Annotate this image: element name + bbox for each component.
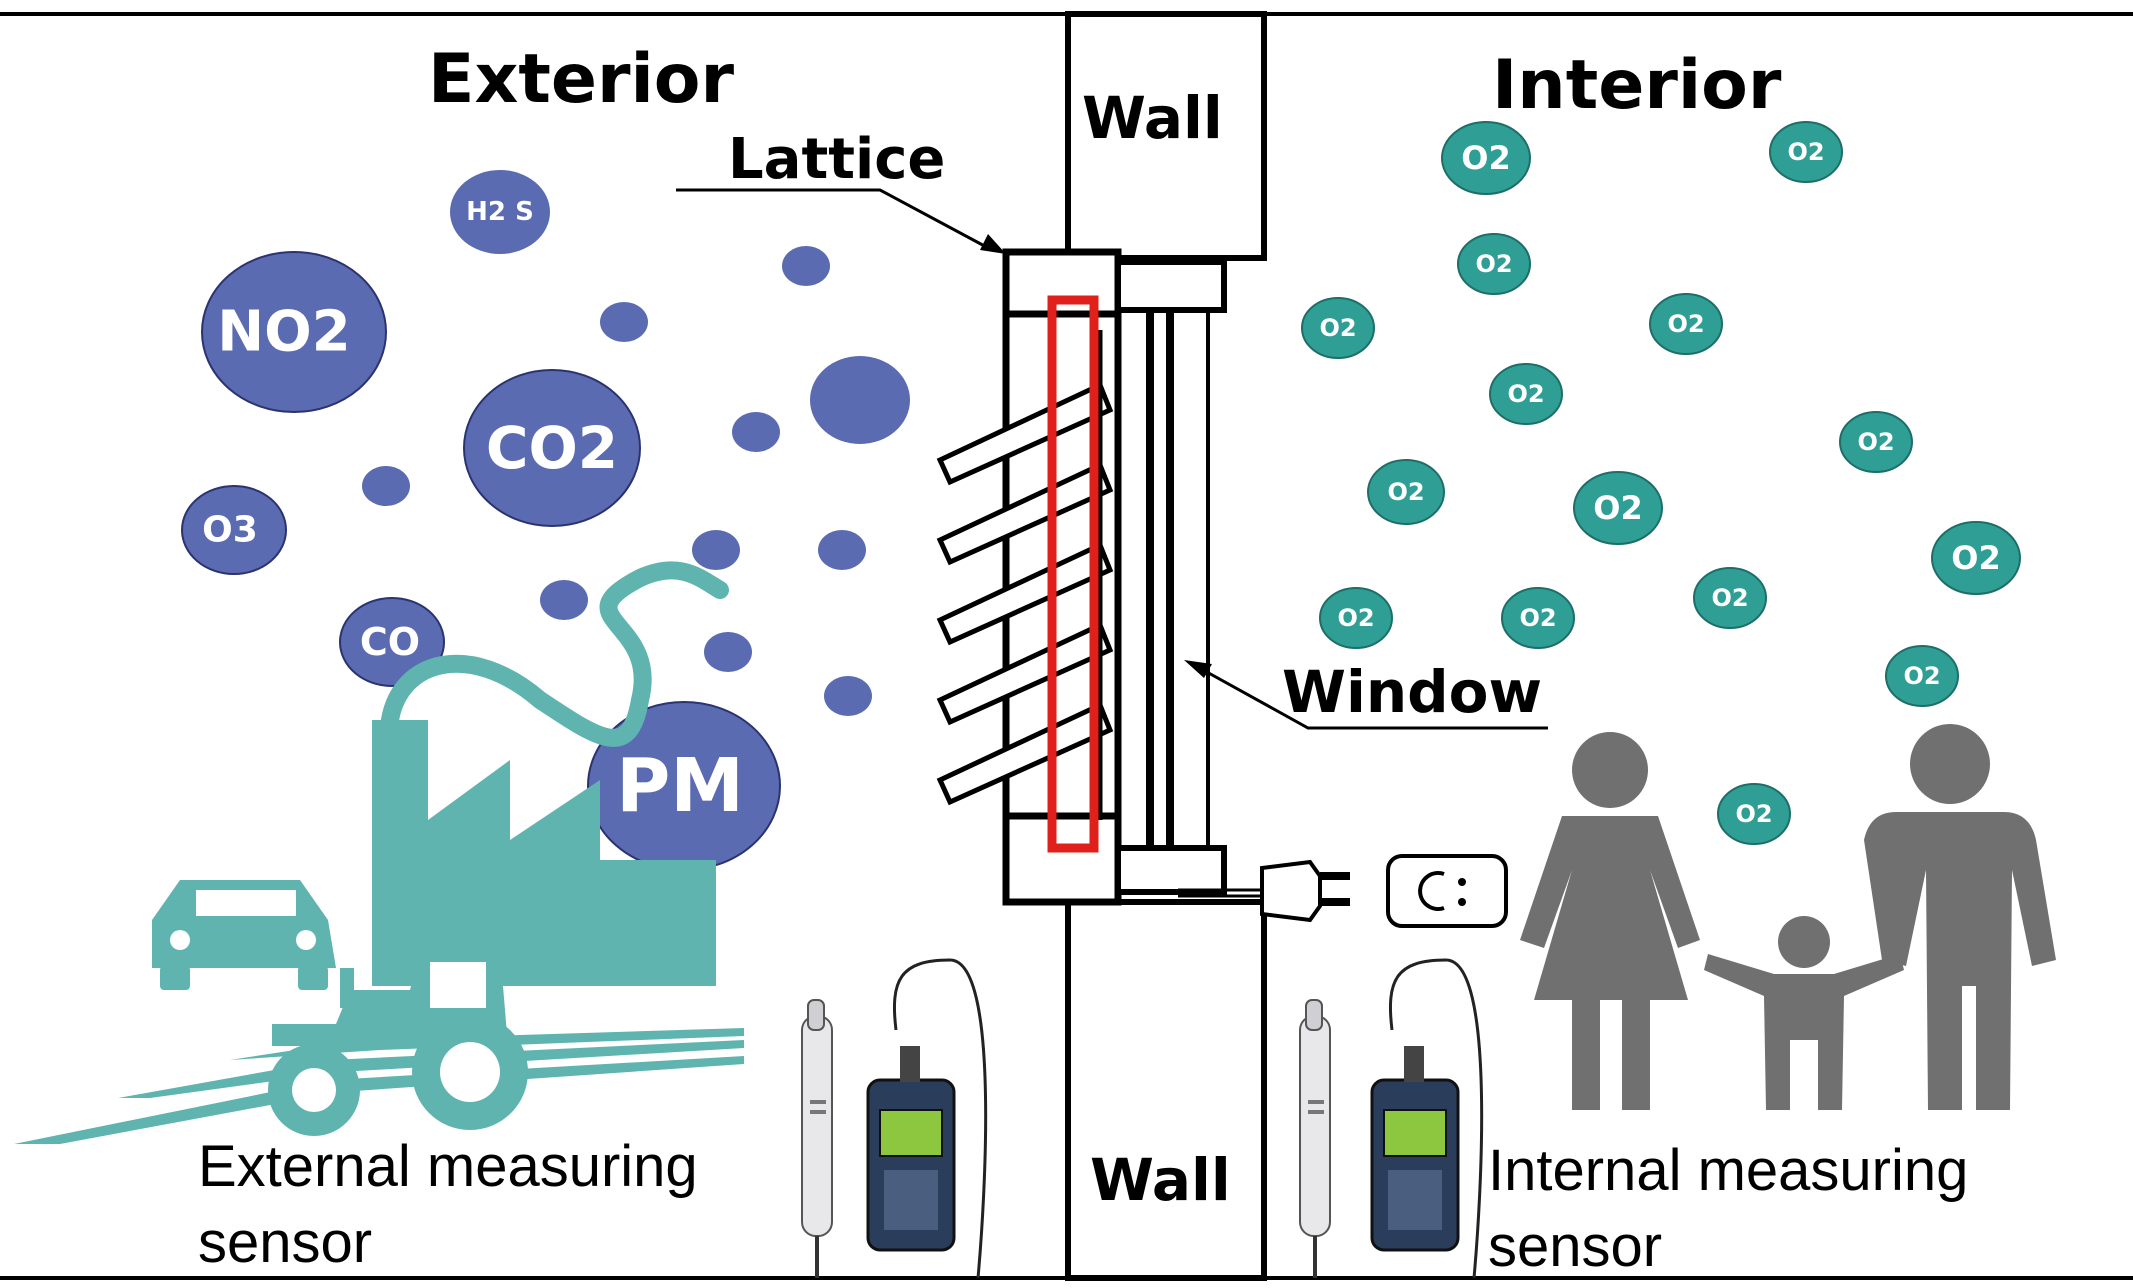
internal-sensor xyxy=(1299,958,1484,1279)
svg-text:O2: O2 xyxy=(1475,250,1512,278)
interior-title: Interior xyxy=(1492,46,1782,125)
co2-label: CO2 xyxy=(486,414,618,482)
o2-bubble: O2 xyxy=(1839,411,1913,473)
particle-dot xyxy=(704,632,752,672)
wall-top-label: Wall xyxy=(1082,84,1223,152)
tractor-icon xyxy=(14,950,744,1144)
o3-label: O3 xyxy=(202,510,258,551)
svg-text:O2: O2 xyxy=(1951,539,2000,577)
lattice-label: Lattice xyxy=(728,127,945,192)
particle-dot xyxy=(824,676,872,716)
svg-text:O2: O2 xyxy=(1857,428,1894,456)
co2-bubble xyxy=(463,369,641,527)
plug-icon xyxy=(1178,859,1350,923)
svg-text:O2: O2 xyxy=(1337,604,1374,632)
particle-dot xyxy=(818,530,866,570)
particle-dot xyxy=(810,356,910,444)
o2-bubble: O2 xyxy=(1573,471,1663,545)
socket-icon xyxy=(1386,854,1508,928)
o2-bubble: O2 xyxy=(1693,567,1767,629)
svg-text:O2: O2 xyxy=(1711,584,1748,612)
internal-sensor-caption-line1: Internal measuring xyxy=(1488,1138,1968,1203)
h2s-bubble xyxy=(450,170,550,254)
lattice-arrowhead xyxy=(980,234,1006,254)
svg-text:O2: O2 xyxy=(1787,138,1824,166)
particle-dot xyxy=(732,412,780,452)
lattice-leader-line xyxy=(676,188,993,252)
o2-bubble: O2 xyxy=(1441,121,1531,195)
o2-bubble: O2 xyxy=(1717,783,1791,845)
pollutant-bubbles: H2 S NO2 CO2 O3 CO PM xyxy=(181,170,910,871)
sensor-probe-icon xyxy=(801,999,833,1278)
svg-text:O2: O2 xyxy=(1461,139,1510,177)
svg-text:O2: O2 xyxy=(1593,489,1642,527)
external-sensor xyxy=(801,958,988,1279)
svg-text:O2: O2 xyxy=(1735,800,1772,828)
external-sensor-caption-line1: External measuring xyxy=(198,1134,698,1199)
lattice-red-frame xyxy=(1047,295,1099,853)
factory-icon xyxy=(372,561,729,986)
o2-bubble: O2 xyxy=(1885,645,1959,707)
wall-bottom xyxy=(1065,899,1267,1281)
svg-text:O2: O2 xyxy=(1519,604,1556,632)
lattice-louvres xyxy=(936,330,1114,820)
co-bubble xyxy=(339,597,445,687)
sensor-probe-icon xyxy=(1299,999,1331,1278)
sensor-meter-icon xyxy=(866,958,988,1279)
particle-dot xyxy=(540,580,588,620)
svg-text:O2: O2 xyxy=(1903,662,1940,690)
o2-bubble: O2 xyxy=(1319,587,1393,649)
internal-sensor-caption-line2: sensor xyxy=(1488,1214,1662,1279)
particle-dot xyxy=(692,530,740,570)
window-leader-line xyxy=(1195,664,1548,730)
svg-text:O2: O2 xyxy=(1507,380,1544,408)
svg-text:O2: O2 xyxy=(1667,310,1704,338)
sensor-meter-icon xyxy=(1370,958,1484,1279)
o2-bubble: O2 xyxy=(1769,121,1843,183)
particle-dot xyxy=(362,466,410,506)
external-sensor-caption-line2: sensor xyxy=(198,1210,372,1275)
exterior-title: Exterior xyxy=(428,40,734,119)
particle-dot xyxy=(600,302,648,342)
pm-label: PM xyxy=(616,743,744,829)
svg-text:O2: O2 xyxy=(1387,478,1424,506)
o2-bubble: O2 xyxy=(1489,363,1563,425)
o2-bubble: O2 xyxy=(1931,521,2021,595)
o2-bubble: O2 xyxy=(1649,293,1723,355)
o2-bubble: O2 xyxy=(1367,459,1445,525)
wall-top xyxy=(1065,11,1267,261)
particle-dot xyxy=(782,246,830,286)
no2-label: NO2 xyxy=(217,300,350,365)
co-label: CO xyxy=(360,620,420,664)
family-icon xyxy=(1520,724,2056,1110)
window-arrowhead xyxy=(1184,660,1212,678)
h2s-label: H2 S xyxy=(466,197,534,227)
o3-bubble xyxy=(181,485,287,575)
o2-bubble: O2 xyxy=(1301,297,1375,359)
oxygen-bubbles: O2 O2 O2 O2 O2 O2 O2 O2 O2 O2 O2 O2 O2 O… xyxy=(1301,121,2021,845)
wall-bottom-label: Wall xyxy=(1090,1146,1231,1214)
svg-text:O2: O2 xyxy=(1319,314,1356,342)
o2-bubble: O2 xyxy=(1501,587,1575,649)
no2-bubble xyxy=(201,251,387,413)
window-label: Window xyxy=(1282,658,1542,726)
car-icon xyxy=(152,880,336,990)
o2-bubble: O2 xyxy=(1457,233,1531,295)
